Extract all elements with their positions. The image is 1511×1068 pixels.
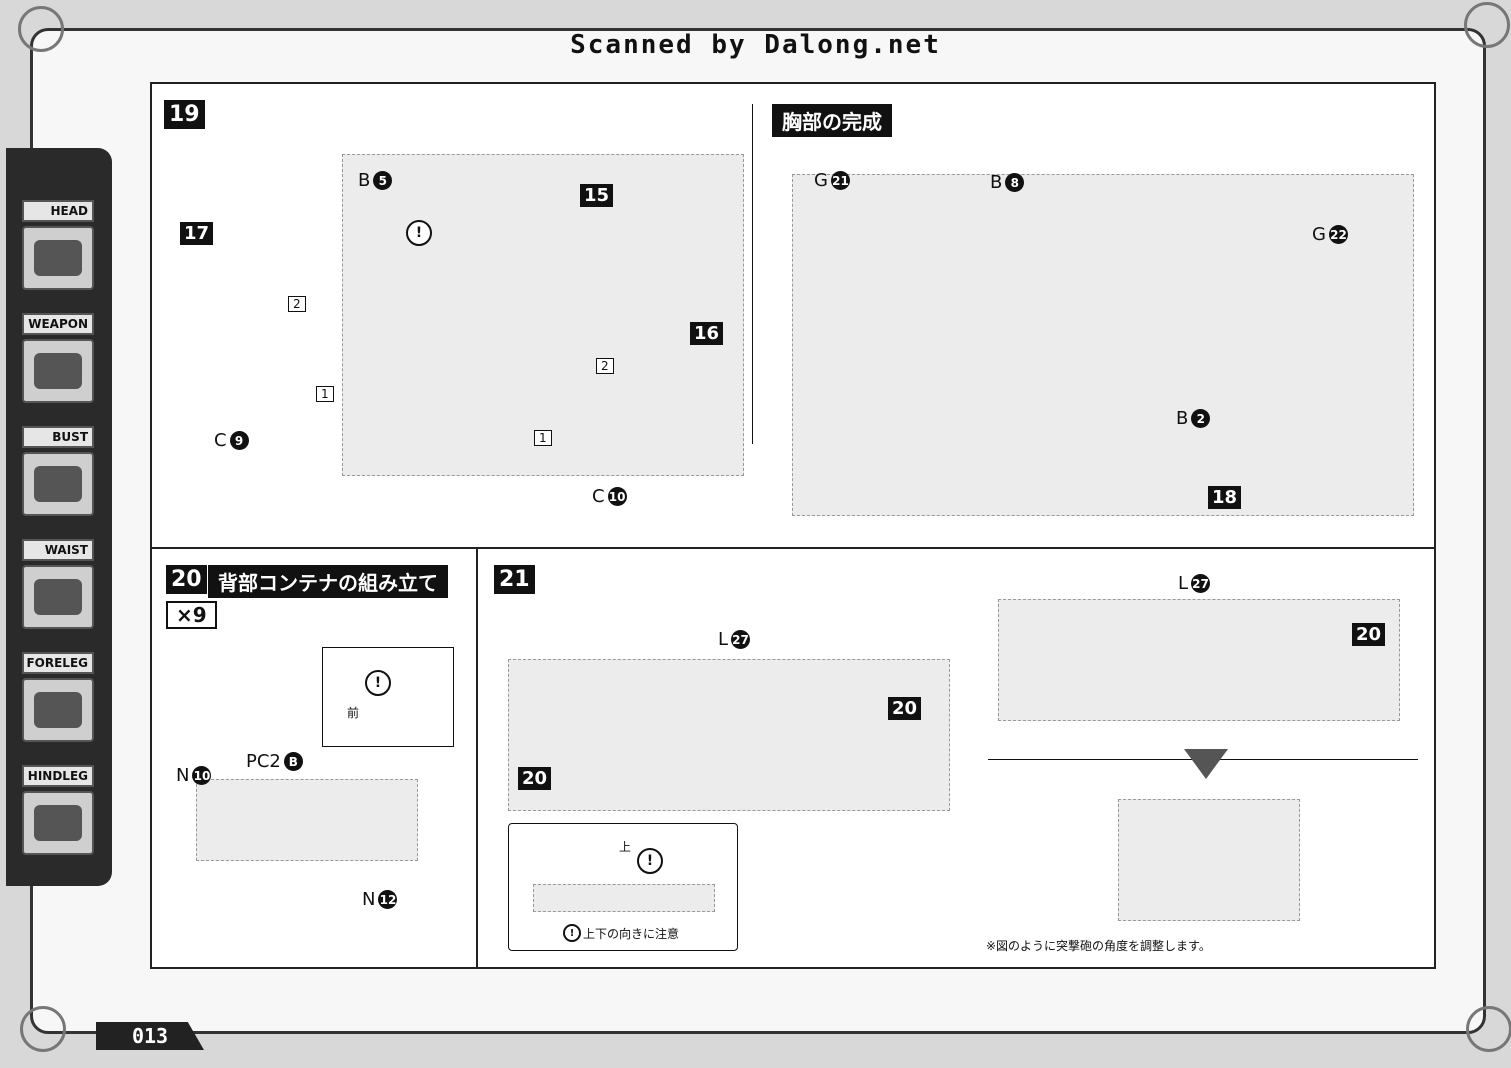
sequence-number: 1 [534, 430, 552, 446]
caution-icon: ! [406, 220, 432, 246]
sidebar-item-label: FORELEG [22, 652, 94, 674]
sidebar-item-bust[interactable]: BUST [22, 426, 94, 516]
sidebar: HEAD WEAPON BUST WAIST FORELEG HINDLEG [6, 148, 112, 886]
step-number: 19 [164, 100, 205, 129]
part-number: 16 [690, 322, 724, 345]
assembly-drawing-detail [998, 599, 1400, 721]
sidebar-item-label: WEAPON [22, 313, 94, 335]
down-arrow-icon [1184, 749, 1228, 779]
hindleg-icon [22, 791, 94, 855]
barrel-drawing [533, 884, 715, 912]
assembly-drawing-result [1118, 799, 1300, 921]
sidebar-item-label: HINDLEG [22, 765, 94, 787]
corner-logo-icon [20, 1006, 66, 1052]
corner-logo-icon [1466, 1006, 1511, 1052]
part-number: 20 [888, 697, 922, 720]
assembly-drawing [508, 659, 950, 811]
head-icon [22, 226, 94, 290]
part-number: 20 [1352, 623, 1386, 646]
caution-icon: ! [563, 924, 581, 942]
angle-note: ※図のように突撃砲の角度を調整します。 [986, 939, 1211, 953]
divider [752, 104, 753, 444]
corner-logo-icon [1464, 2, 1510, 48]
bust-icon [22, 452, 94, 516]
step-number: 20 [166, 565, 207, 594]
quantity-badge: ×9 [166, 601, 217, 629]
up-label: 上 [619, 840, 632, 854]
detail-box: ! 前 [322, 647, 454, 747]
assembly-drawing [342, 154, 744, 476]
sidebar-item-label: HEAD [22, 200, 94, 222]
caution-icon: ! [637, 848, 663, 874]
part-number: 20 [518, 767, 552, 790]
step-number: 21 [494, 565, 535, 594]
part-number: 15 [580, 184, 614, 207]
sequence-number: 2 [596, 358, 614, 374]
caution-icon: ! [365, 670, 391, 696]
sidebar-item-waist[interactable]: WAIST [22, 539, 94, 629]
part-number: 17 [180, 222, 214, 245]
sidebar-item-head[interactable]: HEAD [22, 200, 94, 290]
orientation-box: 上 ! !上下の向きに注意 [508, 823, 738, 951]
part-number: 18 [1208, 486, 1242, 509]
sequence-number: 2 [288, 296, 306, 312]
corner-logo-icon [18, 6, 64, 52]
step-title: 胸部の完成 [772, 104, 892, 137]
weapon-icon [22, 339, 94, 403]
step-title: 背部コンテナの組み立て [208, 565, 448, 598]
foreleg-icon [22, 678, 94, 742]
sidebar-item-foreleg[interactable]: FORELEG [22, 652, 94, 742]
sidebar-item-label: BUST [22, 426, 94, 448]
sidebar-item-hindleg[interactable]: HINDLEG [22, 765, 94, 855]
front-label: 前 [347, 706, 360, 720]
assembly-drawing [196, 779, 418, 861]
waist-icon [22, 565, 94, 629]
sequence-number: 1 [316, 386, 334, 402]
sidebar-item-label: WAIST [22, 539, 94, 561]
scan-credit: Scanned by Dalong.net [570, 30, 941, 60]
sidebar-item-weapon[interactable]: WEAPON [22, 313, 94, 403]
page-number: 013 [96, 1022, 204, 1050]
assembly-drawing-complete [792, 174, 1414, 516]
orientation-note: !上下の向きに注意 [563, 924, 679, 942]
